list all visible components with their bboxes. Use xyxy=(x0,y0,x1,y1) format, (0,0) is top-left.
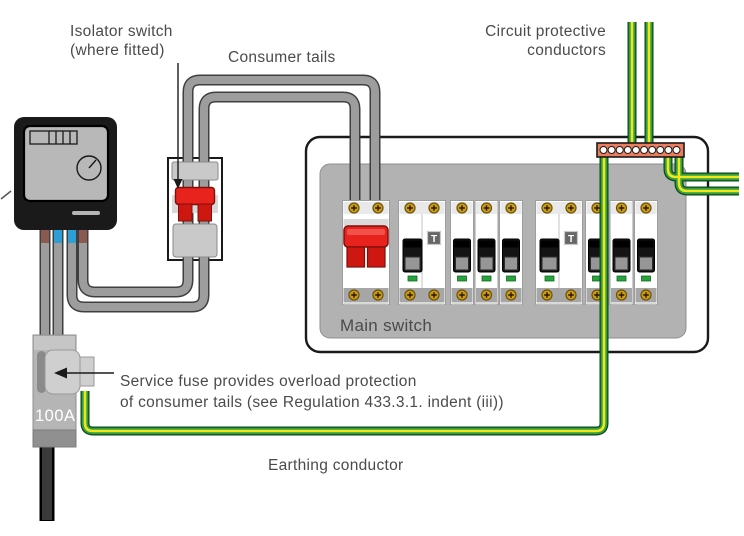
annotations: Isolator switch (where fitted) Consumer … xyxy=(70,23,606,474)
isolator-top-block xyxy=(171,161,219,181)
mcb-6 xyxy=(635,201,658,305)
earthing-conductor-label: Earthing conductor xyxy=(268,457,404,474)
earth-wire-yellow-stripe xyxy=(83,22,739,433)
fuse-note-line2: of consumer tails (see Regulation 433.3.… xyxy=(120,394,504,411)
breaker-row xyxy=(343,201,658,305)
isolator-arrowhead-icon xyxy=(173,179,183,189)
mcb-2 xyxy=(475,201,498,305)
cpc-label-line2: conductors xyxy=(527,42,606,59)
terminal-holes xyxy=(599,146,681,154)
electricity-meter xyxy=(0,117,117,230)
mcb-1 xyxy=(451,201,474,305)
fuse-slot xyxy=(37,351,46,393)
isolator-label-line2: (where fitted) xyxy=(70,42,165,59)
fuse-carrier xyxy=(44,349,95,395)
main-switch-label: Main switch xyxy=(340,316,432,335)
consumer-tails-wires xyxy=(39,74,381,340)
fuse-arrowhead-icon xyxy=(54,367,67,379)
isolator-label-line1: Isolator switch xyxy=(70,23,173,40)
fuse-rating-label: 100A xyxy=(35,407,76,425)
main-switch xyxy=(343,201,390,305)
cpc-label-line1: Circuit protective xyxy=(485,23,606,40)
tail-core xyxy=(41,76,379,340)
meter-dial xyxy=(76,155,102,181)
isolator-bottom-block xyxy=(172,223,218,258)
fuse-base xyxy=(32,429,77,448)
meter-register xyxy=(29,130,78,145)
fuse-note-line1: Service fuse provides overload protectio… xyxy=(120,373,417,390)
isolator-switch xyxy=(171,161,219,258)
mcb-5 xyxy=(610,201,633,305)
meter-badge xyxy=(72,211,100,215)
consumer-tails-label: Consumer tails xyxy=(228,49,336,66)
meter-screen xyxy=(22,124,110,203)
rcd-1 xyxy=(399,201,446,305)
mcb-3 xyxy=(500,201,523,305)
meter-dial-needle xyxy=(88,159,97,169)
meter-tick-mark xyxy=(0,190,12,200)
isolator-rocker-cap xyxy=(174,186,216,206)
rcd-2 xyxy=(536,201,583,305)
earth-terminal-bar xyxy=(596,142,685,158)
earth-wiring xyxy=(80,22,739,436)
